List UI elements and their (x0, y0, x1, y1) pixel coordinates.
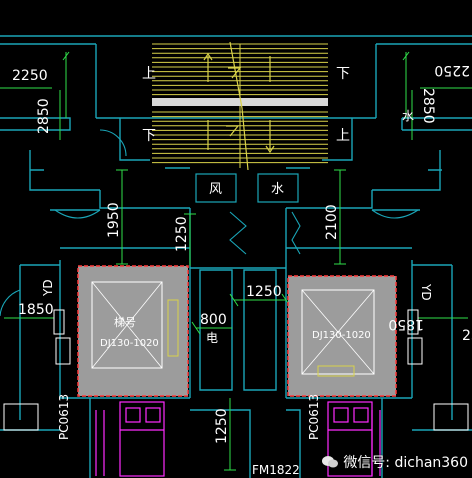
dim-top-right-h: 2850 (420, 88, 436, 124)
pc-right: PC0613 (307, 394, 321, 440)
yd-left: YD (41, 279, 55, 297)
stair-arrows (203, 41, 275, 171)
stair-landing (152, 98, 328, 106)
dim-door-gap: 800 (200, 312, 227, 328)
elec-label: 电 (206, 331, 218, 345)
stair-up-left: 上 (142, 66, 156, 82)
yd-right: YD (419, 283, 433, 301)
dim-right-vertical: 2550 (462, 328, 472, 344)
dim-top-left-w: 2250 (12, 68, 48, 84)
stair-down-left: 下 (142, 128, 156, 144)
shaft-water: 水 (271, 182, 284, 197)
shafts (195, 173, 299, 203)
misc-labels: YD YD 电 水 PC0613 PC0613 FM1822 (41, 109, 433, 477)
dimension-text: 2250 2850 2250 2850 1950 1250 2100 1250 … (12, 62, 472, 444)
dim-left-room: 1850 (18, 302, 54, 318)
elevator-right (287, 275, 397, 397)
elevator-left (77, 265, 189, 397)
dim-mid-left: 1250 (174, 216, 190, 252)
water-right-label: 水 (402, 109, 414, 123)
dim-top-left-h: 2850 (36, 98, 52, 134)
elevator-right-label: DJ130-1020 (312, 330, 371, 341)
elevator-left-label: DJ130-1020 (100, 338, 159, 349)
stair-down-right: 下 (336, 66, 350, 82)
shaft-wind: 风 (209, 182, 222, 197)
dimension-lines (0, 51, 472, 471)
stair-up-right: 上 (336, 128, 350, 144)
dim-right-lobby: 2100 (324, 204, 340, 240)
fm-bottom: FM1822 (252, 463, 300, 477)
dim-top-right-w: 2250 (434, 62, 470, 78)
pc-left: PC0613 (57, 394, 71, 440)
watermark: 微信号: dichan360 (321, 452, 468, 472)
dim-left-lobby: 1950 (106, 202, 122, 238)
dim-right-room: 1850 (388, 316, 424, 332)
wechat-icon (322, 456, 339, 468)
magenta-fixtures (95, 401, 381, 477)
side-fixtures (3, 309, 469, 431)
stair-treads (152, 43, 328, 168)
dim-between-lifts: 1250 (246, 284, 282, 300)
watermark-text: 微信号: dichan360 (343, 455, 468, 471)
door-swings (0, 129, 419, 317)
elevator-left-note: 梯号 (114, 316, 136, 329)
dim-bottom-mid: 1250 (214, 408, 230, 444)
